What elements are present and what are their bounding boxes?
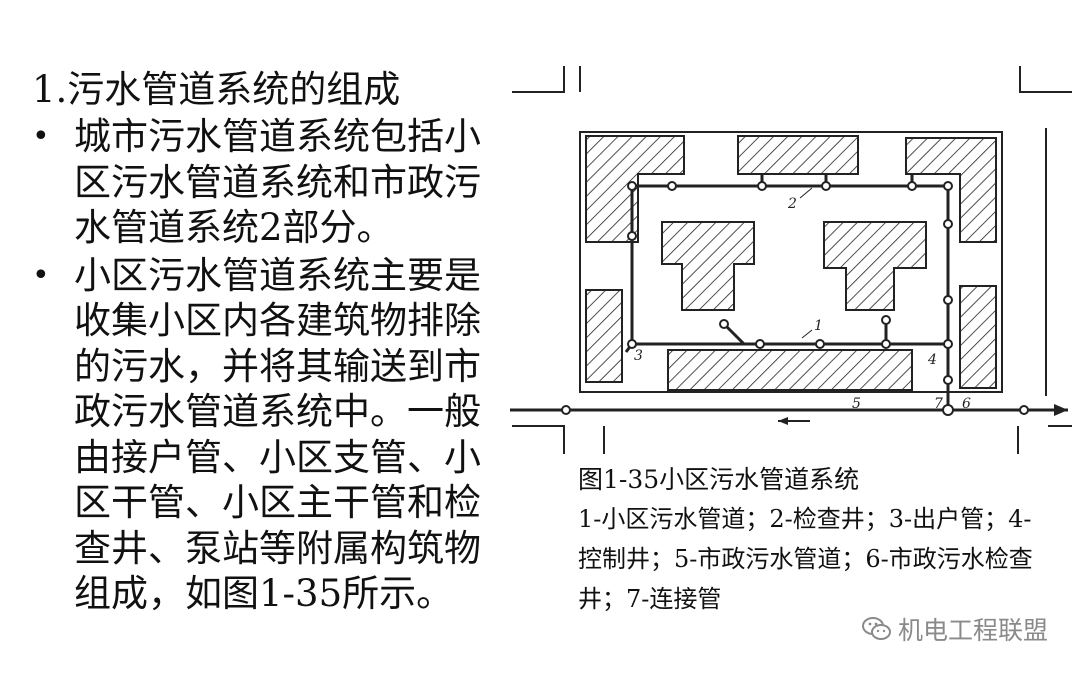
- slide-text: 1.污水管道系统的组成 • 城市污水管道系统包括小区污水管道系统和市政污水管道系…: [26, 66, 506, 617]
- bullet-item: • 小区污水管道系统主要是收集小区内各建筑物排除的污水，并将其输送到市政污水管道…: [26, 253, 506, 617]
- label-1: 1: [814, 318, 823, 334]
- watermark-text: 机电工程联盟: [898, 616, 1049, 645]
- building: [905, 137, 997, 243]
- label-5: 5: [852, 396, 861, 412]
- building: [585, 289, 623, 383]
- building: [737, 135, 859, 175]
- caption-legend: 1-小区污水管道；2-检查井；3-出户管；4-控制井；5-市政污水管道；6-市政…: [578, 505, 1033, 613]
- building: [667, 349, 913, 391]
- figure-caption: 图1-35小区污水管道系统 1-小区污水管道；2-检查井；3-出户管；4-控制井…: [578, 463, 1038, 619]
- label-7: 7: [934, 396, 943, 412]
- slide-heading: 1.污水管道系统的组成: [32, 68, 401, 111]
- label-6: 6: [962, 396, 971, 412]
- label-2: 2: [787, 196, 797, 212]
- municipal-sewer: [510, 404, 1068, 425]
- label-3: 3: [634, 348, 643, 364]
- bullet-item: • 城市污水管道系统包括小区污水管道系统和市政污水管道系统2部分。: [26, 114, 506, 251]
- bullet-text: 城市污水管道系统包括小区污水管道系统和市政污水管道系统2部分。: [74, 115, 481, 249]
- building: [661, 221, 755, 311]
- bullet-text: 小区污水管道系统主要是收集小区内各建筑物排除的污水，并将其输送到市政污水管道系统…: [74, 253, 481, 616]
- figure-labels: 1 2 3 4 5 6 7: [634, 187, 971, 412]
- bullet-marker: •: [32, 119, 50, 154]
- site-boundary: [512, 66, 1072, 454]
- wechat-icon: [862, 617, 891, 640]
- watermark: 机电工程联盟: [862, 612, 1048, 646]
- sewer-system-diagram: 1 2 3 4 5 6 7: [510, 66, 1072, 454]
- caption-title: 图1-35小区污水管道系统: [578, 465, 860, 494]
- building-group: [585, 135, 997, 391]
- district-sewer-main: [630, 184, 950, 372]
- label-4: 4: [927, 352, 937, 368]
- building: [823, 221, 927, 311]
- manholes: [561, 181, 1029, 416]
- bullet-marker: •: [32, 257, 50, 293]
- building: [959, 285, 997, 389]
